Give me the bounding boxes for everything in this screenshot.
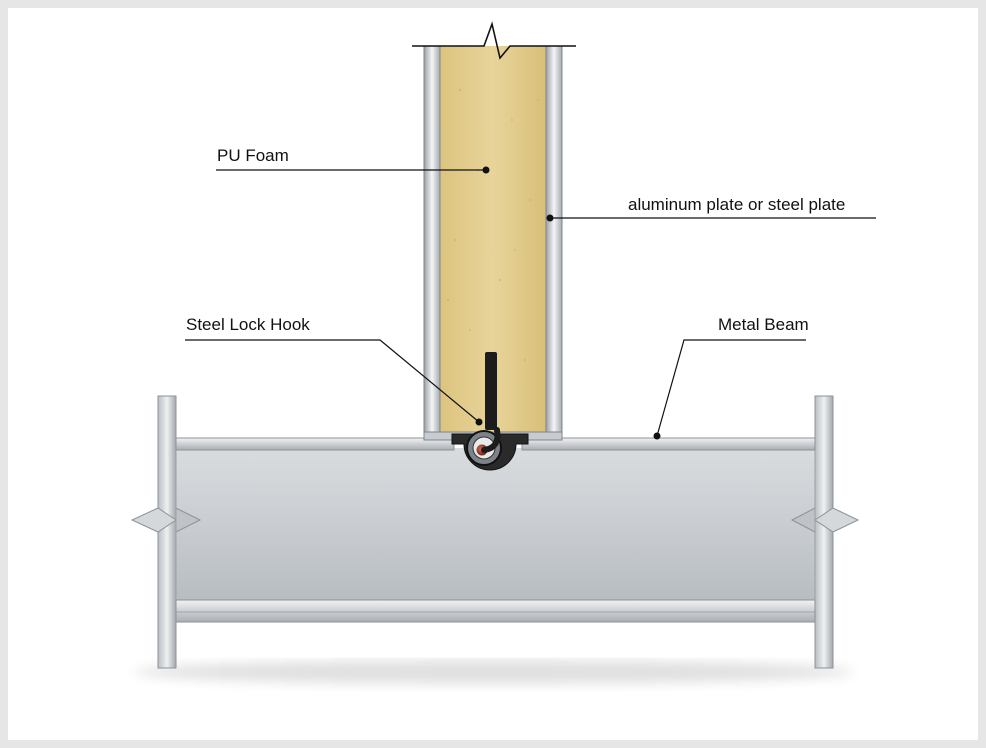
metal-beam — [130, 395, 860, 669]
hook-dot — [475, 418, 483, 426]
pu-foam-label: PU Foam — [217, 146, 289, 165]
annotations: PU Foam aluminum plate or steel plate St… — [185, 146, 876, 440]
hook-leader — [185, 339, 480, 423]
beam-right-bracket — [814, 507, 860, 533]
right-skin-plate — [545, 45, 563, 439]
beam-top-flange-left — [163, 437, 455, 451]
steel-lock-hook — [451, 352, 529, 471]
beam-leader — [656, 339, 806, 437]
hook-bar — [485, 352, 497, 430]
beam-top-flange-right — [521, 437, 827, 451]
sandwich-panel — [412, 21, 576, 441]
beam-right-post — [814, 395, 834, 669]
beam-web — [170, 448, 820, 603]
plate-label: aluminum plate or steel plate — [628, 195, 845, 214]
beam-left-bracket — [130, 507, 177, 533]
ground-shadow — [134, 660, 854, 684]
pu-foam-dot — [482, 166, 490, 174]
beam-bottom-flange — [163, 599, 827, 623]
beam-dot — [653, 432, 661, 440]
break-line — [412, 21, 576, 60]
plate-dot — [546, 214, 554, 222]
metal-beam-label: Metal Beam — [718, 315, 809, 334]
beam-left-post — [157, 395, 177, 669]
steel-lock-hook-label: Steel Lock Hook — [186, 315, 310, 334]
